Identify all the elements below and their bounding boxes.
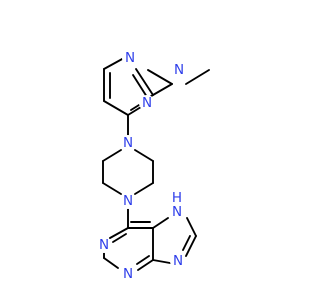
atom-bg-n-purine-9 [170,253,186,269]
bond-pip-3 [102,182,122,195]
atom-label-layer: N N N N N H N N N N [96,50,187,282]
atom-bg-n-purine-7 [169,204,185,220]
bond-c2-n1 [135,68,154,96]
atom-n-dimethylamine: N [174,62,184,78]
atom-n-pyrimidine-1: N [125,50,135,66]
bond-pip-1 [102,149,122,162]
bond-n1-c6 [103,57,125,70]
bond-c8-n9 [185,235,197,257]
bond-c5-n7 [152,217,169,229]
atom-n-pyrimidine-3: N [142,95,152,111]
bond-c5-c4 [103,100,129,116]
bond-c8-n9-double [182,235,191,251]
bond-c6-n1 [109,227,129,239]
atom-n-purine-1: N [99,237,109,253]
molecule-structure-diagram: N N N N N H N N N N [96,50,210,282]
atom-n-purine-3: N [123,266,133,282]
bond-me1-n [147,69,173,85]
bond-c2-n1-double [132,74,148,98]
atom-bg-n-piperazine-top [120,135,136,151]
bond-c4-n3-double [130,104,140,111]
atom-bg-n-purine-3 [120,266,136,282]
atom-bg-n-piperazine-bottom [120,193,136,209]
bond-n3-c4 [137,259,154,271]
bond-c6-n1-double [112,233,127,243]
bond-n7-c8 [186,217,197,237]
bond-n3-c4-double [136,255,150,265]
bond-c2-n3 [103,257,119,269]
atom-bg-n-pyrimidine-3 [139,95,155,111]
bond-pip-6 [134,149,154,162]
bond-pip-4 [134,182,154,195]
bond-me2-n [185,69,210,85]
atom-bg-n-purine-1 [96,237,112,253]
atom-h-purine-7: H [172,190,182,206]
bond-n9-c4 [152,259,171,264]
bond-c4-n3 [127,106,142,116]
atom-n-purine-9: N [173,253,183,269]
atom-bg-n-pyrimidine-1 [122,50,138,66]
atom-n-piperazine-top: N [123,135,133,151]
atom-n-piperazine-bottom: N [123,193,133,209]
bond-n-c2 [152,83,173,96]
atom-n-purine-7: N [172,204,182,220]
bond-layer [102,57,210,271]
atom-bg-n-dimethylamine [171,62,187,78]
